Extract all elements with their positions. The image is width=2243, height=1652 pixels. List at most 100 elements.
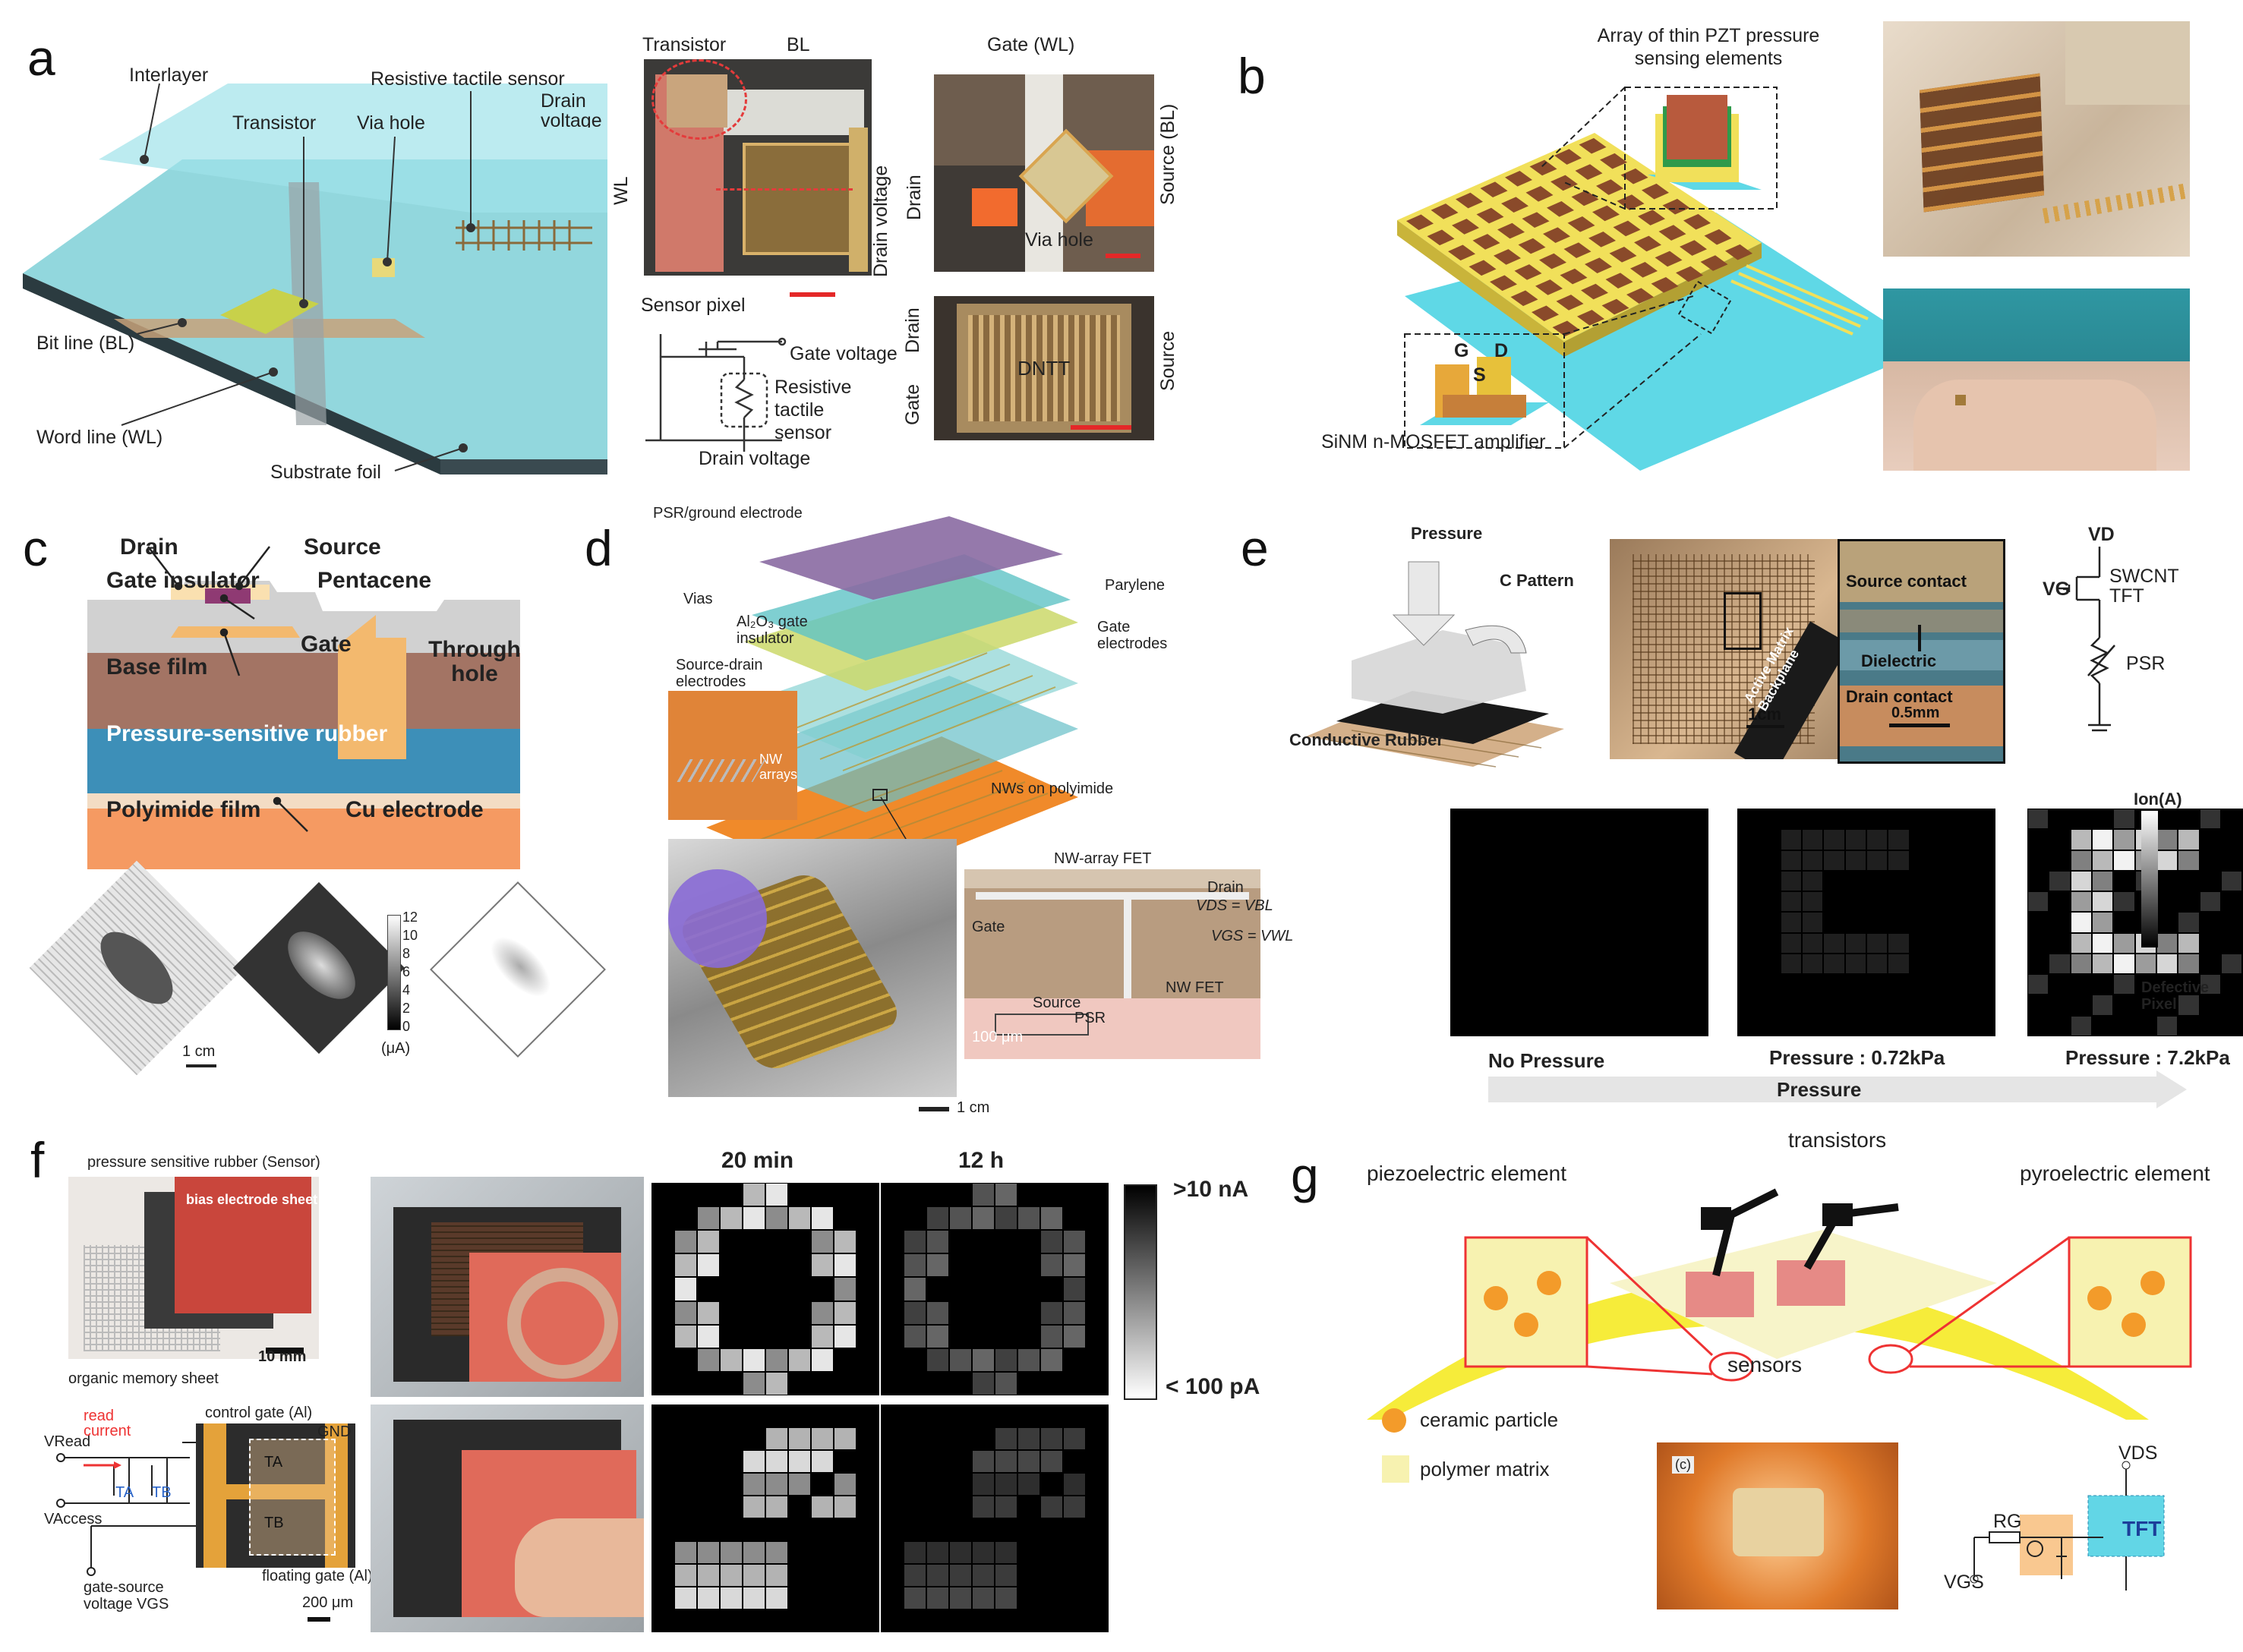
label-e-conductive-rubber: Conductive Rubber [1289, 730, 1443, 749]
heatmap-cell [766, 1428, 787, 1449]
heatmap-cell [1018, 1348, 1039, 1371]
heatmap-cell [2093, 995, 2113, 1015]
heatmap-cell [2157, 830, 2178, 850]
heatmap-cell [950, 1348, 971, 1371]
heatmap-cell [812, 1254, 833, 1277]
heatmap-cell [2178, 913, 2199, 932]
label-resistive-tactile-sensor: Resistive tactile sensor [371, 68, 565, 90]
label-e-dielectric: Dielectric [1861, 651, 1937, 670]
pzt-cell [1552, 320, 1580, 337]
heatmap-cell [1041, 1254, 1062, 1277]
panel-b: b Array of thin PZT pressure sensing ele… [1230, 0, 2243, 493]
heatmap-cell [2093, 830, 2113, 850]
heatmap-cell [1781, 830, 1801, 850]
heatmap-cell [698, 1325, 719, 1348]
label-e-scale-1cm: 1cm [1748, 705, 1782, 724]
heatmap-cell [1041, 1428, 1062, 1449]
label-f-ta: TA [115, 1484, 134, 1501]
colorbar-tick: 8 [402, 946, 411, 961]
label-circuit-drain-voltage: Drain voltage [699, 448, 811, 469]
heatmap-cell [743, 1451, 765, 1472]
heatmap-cell [2200, 892, 2220, 912]
label-d-vias: Vias [683, 591, 713, 607]
label-g-pyro: pyroelectric element [2020, 1162, 2210, 1185]
heatmap-cell [721, 1348, 742, 1371]
heatmap-cell [1803, 933, 1823, 953]
heatmap-cell [927, 1348, 948, 1371]
heatmap-cell [812, 1301, 833, 1324]
panel-c: c Drain Source Gate insulator Pentacene … [0, 493, 606, 1101]
pzt-cell [1554, 149, 1582, 165]
tape-20min-map [651, 1183, 879, 1395]
heatmap-cell [2114, 850, 2134, 870]
pzt-cell [1662, 198, 1690, 215]
pzt-cell [1577, 310, 1604, 326]
scale-bar-a1 [790, 292, 835, 297]
pzt-cell [1588, 232, 1616, 247]
heatmap-cell [1803, 913, 1823, 932]
heatmap-cell [2157, 954, 2178, 974]
heatmap-cell [1018, 1207, 1039, 1230]
heatmap-cell [2071, 954, 2091, 974]
heatmap-cell [743, 1207, 765, 1230]
label-substrate-foil: Substrate foil [270, 462, 381, 483]
heatmap-cell [834, 1231, 856, 1253]
f-tape-photo [371, 1177, 644, 1397]
heatmap-cell [904, 1301, 926, 1324]
heatmap-cell [2071, 933, 2091, 953]
heatmap-cell [743, 1372, 765, 1395]
heatmap-cell [675, 1301, 696, 1324]
heatmap-cell [698, 1207, 719, 1230]
heatmap-cell [2114, 954, 2134, 974]
panel-letter-a: a [27, 30, 55, 86]
pzt-cell [1547, 201, 1574, 217]
heatmap-cell [721, 1542, 742, 1563]
label-e-pressure: Pressure [1411, 524, 1483, 543]
label-b-d: D [1494, 340, 1509, 361]
heatmap-cell [1041, 1231, 1062, 1253]
e-pressure-arrow [1488, 1070, 2187, 1108]
f-scale-200-bar [308, 1617, 330, 1622]
panel-a-circuit [645, 334, 787, 452]
heatmap-cell [2028, 975, 2049, 995]
label-e-pressure-arrow: Pressure [1777, 1078, 1862, 1101]
label-circuit-gate-voltage: Gate voltage [790, 343, 898, 364]
pzt-cell [1651, 277, 1679, 293]
label-circuit-resistive: Resistive tactile sensor [774, 377, 852, 443]
heatmap-cell [995, 1184, 1017, 1206]
e-circuit [2058, 547, 2115, 732]
heatmap-cell [789, 1207, 810, 1230]
pzt-cell [1680, 240, 1707, 256]
pzt-cell [1505, 171, 1532, 187]
heatmap-cell [927, 1325, 948, 1348]
panel-g: g transistors piezoelectric element pyro… [1291, 1101, 2243, 1652]
label-d-parylene: Parylene [1105, 577, 1165, 594]
heatmap-cell [2157, 850, 2178, 870]
heatmap-cell [1781, 871, 1801, 891]
finger-12h-map [881, 1405, 1109, 1632]
label-b-g: G [1454, 340, 1469, 361]
c-colorbar [387, 915, 401, 1030]
heatmap-cell [1064, 1231, 1085, 1253]
label-g-rg: RG [1993, 1511, 2022, 1532]
heatmap-cell [995, 1428, 1017, 1449]
panel-a: a [0, 0, 1245, 493]
label-photo-drain-voltage: Drain voltage [870, 165, 891, 277]
panel-a-gate-micrograph [934, 74, 1154, 272]
label-d-gate: Gate [972, 919, 1005, 935]
label-c-gate-insulator: Gate insulator [106, 568, 260, 593]
panel-letter-d: d [585, 520, 613, 576]
heatmap-cell [1018, 1474, 1039, 1495]
heatmap-cell [1064, 1428, 1085, 1449]
d-nw-inset: NW arrays [668, 691, 797, 820]
pzt-cell [1529, 159, 1557, 176]
label-d-vgs: VGS = VWL [1211, 928, 1294, 944]
heatmap-cell [766, 1474, 787, 1495]
heatmap-cell [1781, 933, 1801, 953]
heatmap-cell [1824, 954, 1844, 974]
heatmap-cell [1888, 933, 1909, 953]
heatmap-cell [1041, 1451, 1062, 1472]
heatmap-cell [2222, 871, 2242, 891]
label-d-source-drain: Source-drain electrodes [676, 657, 763, 690]
heatmap-cell [1781, 892, 1801, 912]
